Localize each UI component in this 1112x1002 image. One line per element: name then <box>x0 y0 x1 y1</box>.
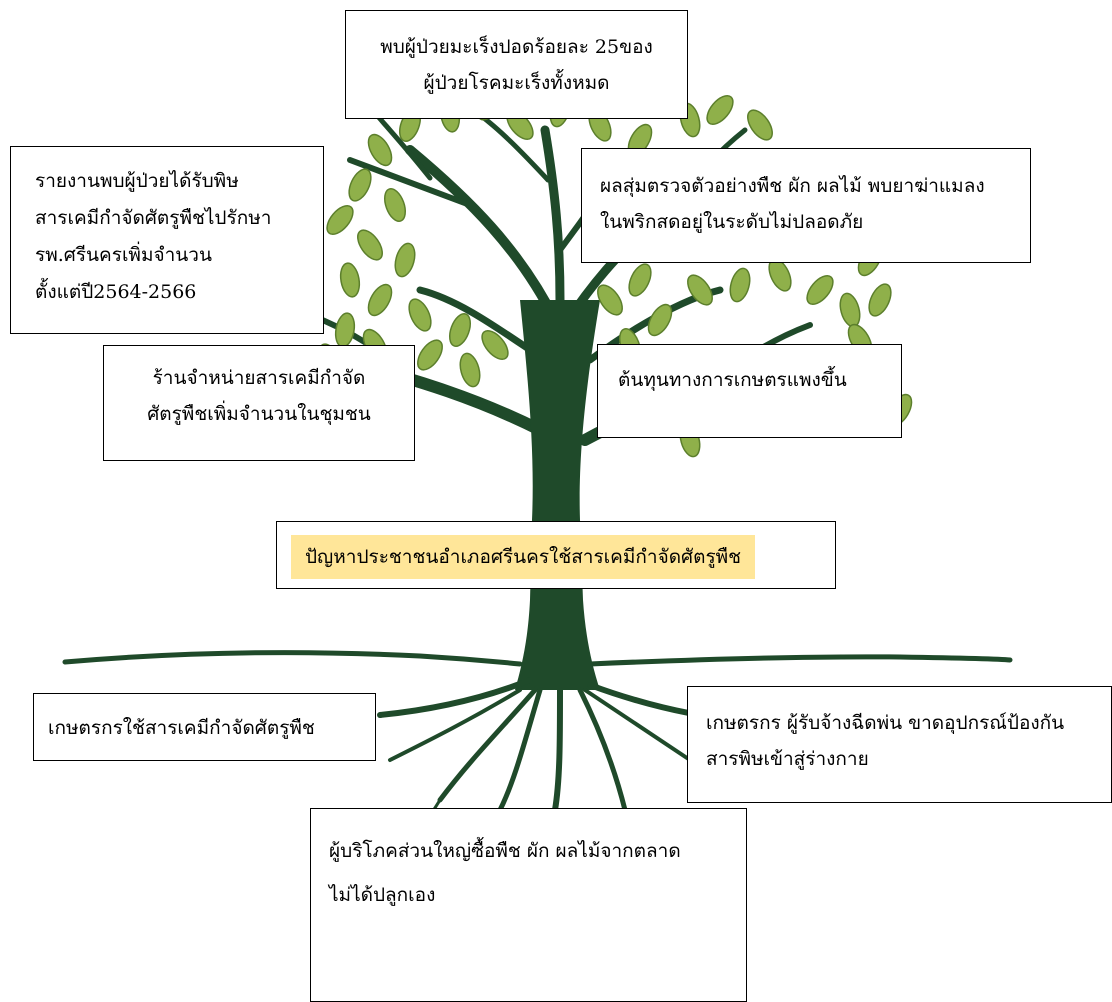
leaf <box>334 312 356 348</box>
leaf <box>628 263 652 297</box>
effect-middle-left-line-1: ร้านจำหน่ายสารเคมีกำจัด <box>152 367 366 389</box>
effect-upper-left-line-1: รายงานพบผู้ป่วยได้รับพิษ <box>35 170 239 192</box>
effect-box-upper-left: รายงานพบผู้ป่วยได้รับพิษ สารเคมีกำจัดศัต… <box>10 146 324 334</box>
branch <box>540 125 565 305</box>
leaf <box>747 109 773 141</box>
root <box>552 687 563 813</box>
leaf <box>417 339 443 371</box>
leaf <box>647 303 673 337</box>
cause-right-line-2: สารพิษเข้าสู่ร่างกาย <box>706 748 869 770</box>
leaf <box>868 283 892 317</box>
leaf <box>339 262 361 298</box>
leaf <box>448 312 472 348</box>
root <box>583 688 692 762</box>
effect-upper-left-line-3: รพ.ศรีนครเพิ่มจำนวน <box>35 244 212 266</box>
root <box>577 687 628 813</box>
cause-bottom-line-2: ไม่ได้ปลูกเอง <box>329 884 436 906</box>
effect-box-middle-right: ต้นทุนทางการเกษตรแพงขึ้น <box>597 344 902 438</box>
cause-box-bottom: ผู้บริโภคส่วนใหญ่ซื้อพืช ผัก ผลไม้จากตลา… <box>310 808 747 1002</box>
cause-bottom-line-1: ผู้บริโภคส่วนใหญ่ซื้อพืช ผัก ผลไม้จากตลา… <box>329 840 681 862</box>
leaf <box>839 292 861 328</box>
ground-line <box>62 650 1013 667</box>
leaf <box>687 274 713 306</box>
core-problem-text: ปัญหาประชาชนอำเภอศรีนครใช้สารเคมีกำจัดศั… <box>291 535 756 579</box>
leaf <box>729 267 751 303</box>
leaf <box>326 205 354 235</box>
cause-left-line-1: เกษตรกรใช้สารเคมีกำจัดศัตรูพืช <box>48 717 315 739</box>
tree-trunk <box>515 300 600 690</box>
branch <box>347 157 473 208</box>
effect-upper-left-line-2: สารเคมีกำจัดศัตรูพืชไปรักษา <box>35 207 272 229</box>
leaf <box>806 275 834 305</box>
effect-upper-right-line-1: ผลสุ่มตรวจตัวอย่างพืช ผัก ผลไม้ พบยาฆ่าแ… <box>600 175 985 197</box>
cause-box-left: เกษตรกรใช้สารเคมีกำจัดศัตรูพืช <box>33 693 376 761</box>
effect-top-line-1: พบผู้ป่วยมะเร็งปอดร้อยละ 25ของ <box>380 36 653 58</box>
root <box>437 687 538 803</box>
effect-middle-right-line-1: ต้นทุนทางการเกษตรแพงขึ้น <box>618 369 847 391</box>
cause-box-right: เกษตรกร ผู้รับจ้างฉีดพ่น ขาดอุปกรณ์ป้องก… <box>687 686 1112 803</box>
leaf <box>383 187 407 223</box>
leaf <box>367 133 393 167</box>
leaf <box>348 168 372 202</box>
effect-top-line-2: ผู้ป่วยโรคมะเร็งทั้งหมด <box>423 72 610 94</box>
root <box>497 687 543 813</box>
effect-box-middle-left: ร้านจำหน่ายสารเคมีกำจัด ศัตรูพืชเพิ่มจำน… <box>103 345 415 461</box>
leaf <box>394 242 416 278</box>
leaf <box>459 352 481 388</box>
core-problem-box: ปัญหาประชาชนอำเภอศรีนครใช้สารเคมีกำจัดศั… <box>276 521 836 589</box>
effect-upper-left-line-4: ตั้งแต่ปี2564-2566 <box>35 281 197 303</box>
cause-right-line-1: เกษตรกร ผู้รับจ้างฉีดพ่น ขาดอุปกรณ์ป้องก… <box>706 712 1065 734</box>
leaf <box>706 95 734 125</box>
effect-box-upper-right: ผลสุ่มตรวจตัวอย่างพืช ผัก ผลไม้ พบยาฆ่าแ… <box>581 148 1031 263</box>
root <box>388 688 522 762</box>
effect-box-top: พบผู้ป่วยมะเร็งปอดร้อยละ 25ของ ผู้ป่วยโร… <box>345 10 688 119</box>
effect-middle-left-line-2: ศัตรูพืชเพิ่มจำนวนในชุมชน <box>147 403 371 425</box>
leaf <box>408 298 432 332</box>
root <box>377 677 533 718</box>
effect-upper-right-line-2: ในพริกสดอยู่ในระดับไม่ปลอดภัย <box>600 211 864 233</box>
branch <box>405 145 560 325</box>
leaf <box>357 229 383 261</box>
leaf <box>367 283 393 317</box>
root <box>587 682 703 718</box>
leaf <box>481 330 509 360</box>
leaf <box>597 284 623 316</box>
